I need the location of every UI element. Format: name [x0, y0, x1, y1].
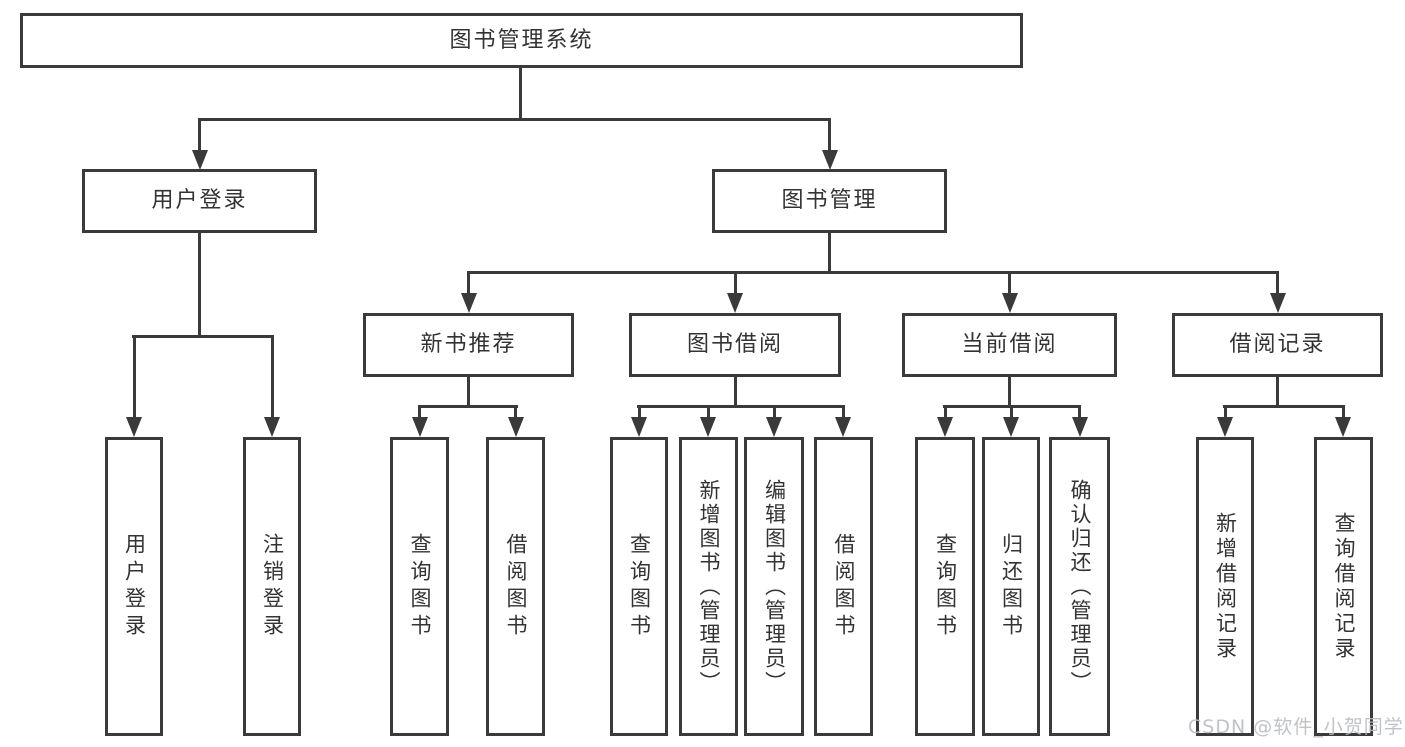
connector-line: [418, 405, 421, 419]
node-book-borrow: 图书借阅: [629, 313, 841, 377]
connector-line: [132, 335, 274, 338]
node-user-login: 用户登录: [82, 169, 317, 233]
node-new-book-recommend: 新书推荐: [363, 313, 574, 377]
watermark: CSDN @软件_小贺同学: [1188, 716, 1404, 738]
arrowhead: [727, 293, 743, 313]
node-leaf-borrow-add-books-admin: 新增图书（管理员）: [679, 437, 738, 736]
node-leaf-current-confirm-return-admin: 确认归还（管理员）: [1049, 437, 1110, 736]
node-borrow-records: 借阅记录: [1172, 313, 1383, 377]
connector-line: [1342, 405, 1345, 419]
node-book-management: 图书管理: [712, 169, 947, 233]
connector-line: [637, 405, 845, 408]
arrowhead: [822, 150, 838, 170]
connector-line: [1008, 377, 1011, 407]
connector-line: [1276, 377, 1279, 407]
node-leaf-borrow-edit-books-admin: 编辑图书（管理员）: [744, 437, 804, 736]
node-leaf-recommend-query-books: 查询图书: [390, 437, 449, 736]
connector-line: [828, 233, 831, 273]
connector-line: [1008, 271, 1011, 295]
connector-line: [198, 118, 831, 121]
arrowhead: [766, 417, 782, 437]
arrowhead: [264, 417, 280, 437]
arrowhead: [508, 417, 524, 437]
connector-line: [1078, 405, 1081, 419]
arrowhead: [835, 417, 851, 437]
node-leaf-current-return-books: 归还图书: [982, 437, 1040, 736]
node-leaf-records-query-record: 查询借阅记录: [1314, 437, 1373, 736]
node-leaf-records-add-record: 新增借阅记录: [1196, 437, 1254, 736]
arrowhead: [1002, 293, 1018, 313]
connector-line: [133, 335, 136, 419]
arrowhead: [126, 417, 142, 437]
arrowhead: [631, 417, 647, 437]
arrowhead: [1217, 417, 1233, 437]
connector-line: [1224, 405, 1227, 419]
arrowhead: [1270, 293, 1286, 313]
arrowhead: [1003, 417, 1019, 437]
node-leaf-borrow-borrow-books: 借阅图书: [814, 437, 873, 736]
connector-line: [828, 118, 831, 154]
connector-line: [198, 233, 201, 336]
connector-line: [519, 68, 522, 120]
connector-line: [734, 271, 737, 295]
connector-line: [1276, 271, 1279, 295]
node-leaf-user-login: 用户登录: [105, 437, 163, 736]
connector-line: [1223, 405, 1345, 408]
node-leaf-current-query-books: 查询图书: [915, 437, 975, 736]
arrowhead: [412, 417, 428, 437]
connector-line: [467, 377, 470, 407]
arrowhead: [461, 293, 477, 313]
node-leaf-recommend-borrow-books: 借阅图书: [486, 437, 545, 736]
arrowhead: [937, 417, 953, 437]
connector-line: [773, 405, 776, 419]
node-root: 图书管理系统: [20, 13, 1023, 68]
connector-line: [514, 405, 517, 419]
arrowhead: [192, 150, 208, 170]
arrowhead: [700, 417, 716, 437]
connector-line: [271, 335, 274, 419]
connector-line: [638, 405, 641, 419]
connector-line: [734, 377, 737, 407]
node-current-borrow: 当前借阅: [902, 313, 1117, 377]
node-leaf-logout: 注销登录: [243, 437, 301, 736]
arrowhead: [1335, 417, 1351, 437]
connector-line: [198, 118, 201, 154]
connector-line: [418, 405, 518, 408]
arrowhead: [1072, 417, 1088, 437]
connector-line: [707, 405, 710, 419]
connector-line: [467, 271, 470, 295]
connector-line: [1010, 405, 1013, 419]
node-leaf-borrow-query-books: 查询图书: [610, 437, 668, 736]
connector-line: [944, 405, 947, 419]
connector-line: [467, 271, 1279, 274]
connector-line: [842, 405, 845, 419]
